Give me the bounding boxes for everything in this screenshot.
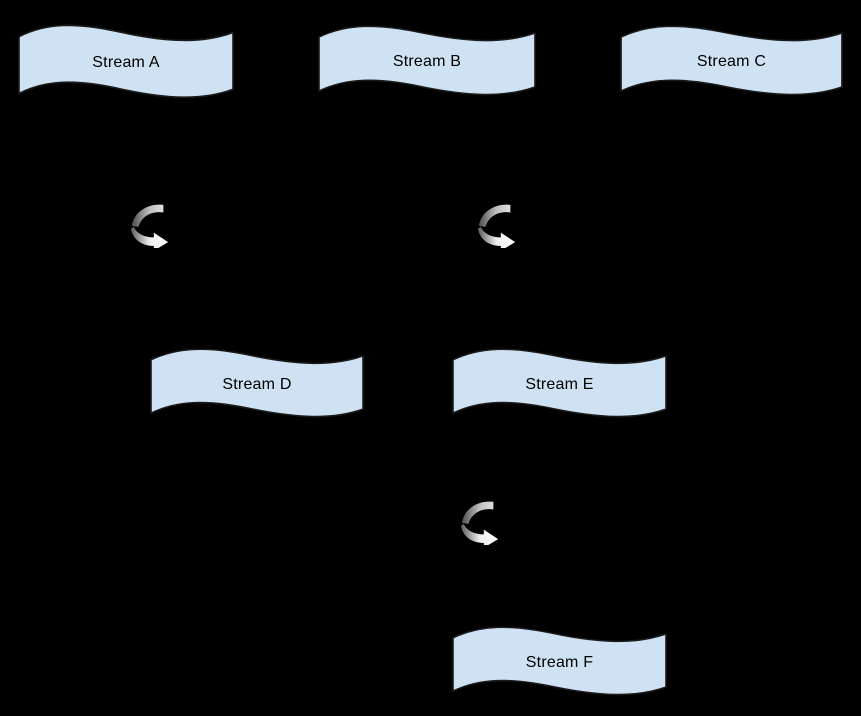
node-stream-f: Stream F <box>452 626 667 699</box>
node-label: Stream E <box>525 375 594 393</box>
node-stream-b: Stream B <box>318 25 536 99</box>
wave-shape <box>452 348 667 418</box>
node-label: Stream B <box>392 53 462 70</box>
wave-shape <box>318 25 536 96</box>
node-label: Stream A <box>92 54 160 71</box>
node-stream-d: Stream D <box>150 348 364 421</box>
node-stream-a: Stream A <box>18 24 234 102</box>
loop-arrow-icon <box>460 501 499 545</box>
loop-arrow-icon <box>477 204 516 248</box>
wave-shape <box>150 348 364 418</box>
node-label: Stream D <box>222 375 292 393</box>
wave-shape <box>620 25 843 96</box>
node-stream-c: Stream C <box>620 25 843 99</box>
wave-shape <box>452 626 667 696</box>
node-label: Stream C <box>696 53 767 70</box>
node-stream-e: Stream E <box>452 348 667 421</box>
wave-shape <box>18 24 234 99</box>
loop-arrow-icon <box>130 204 169 248</box>
node-label: Stream F <box>525 653 594 671</box>
